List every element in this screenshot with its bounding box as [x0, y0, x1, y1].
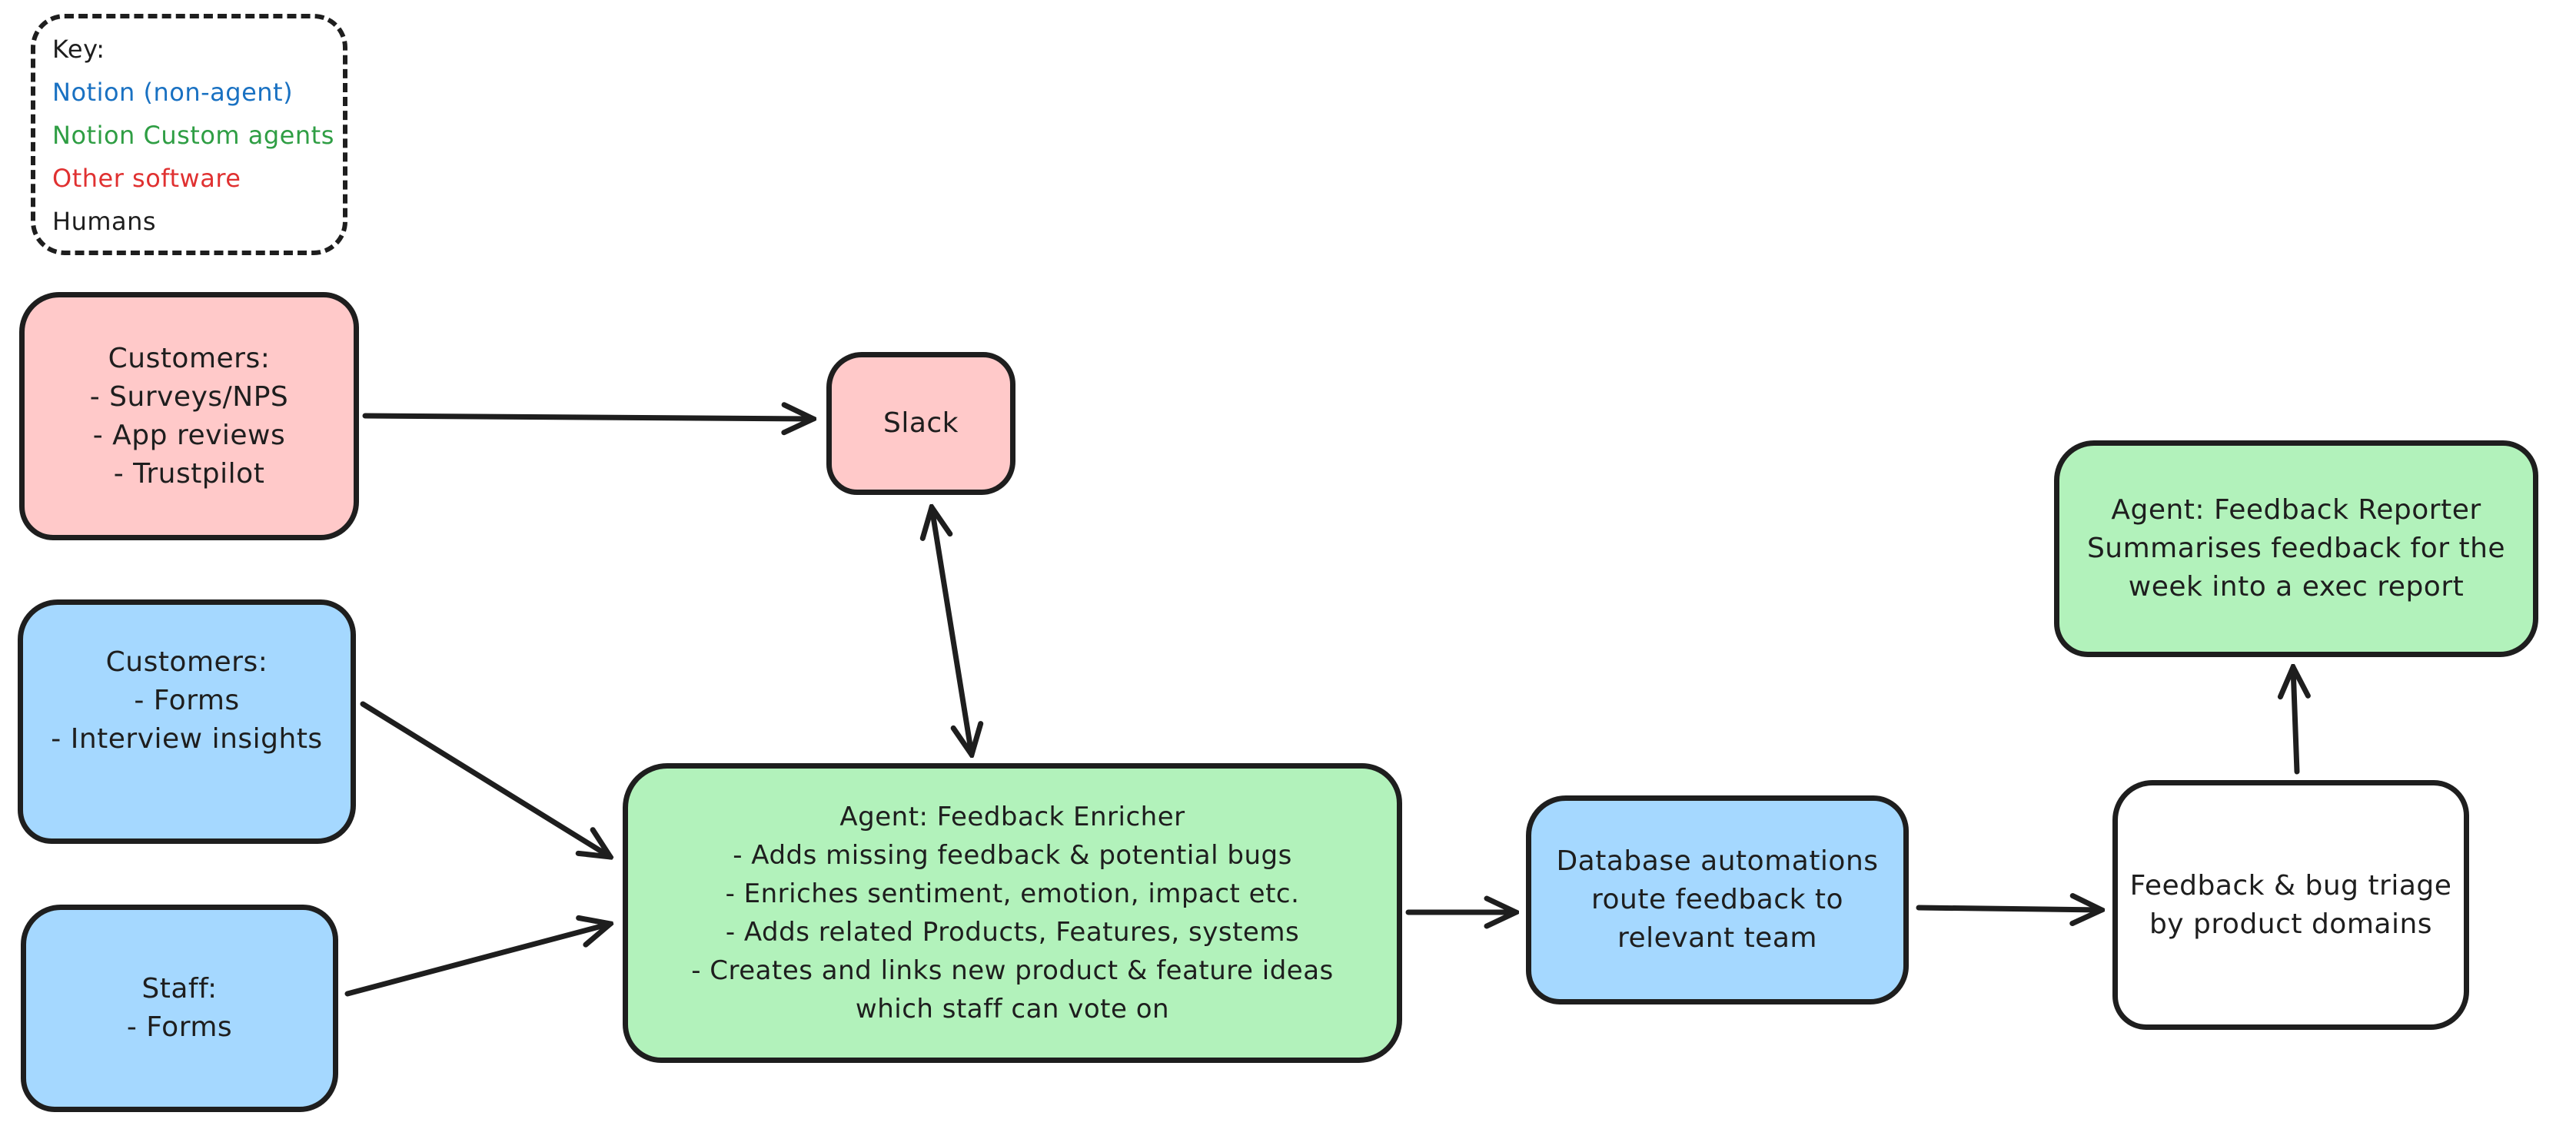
node-customers-notion[interactable]: Customers: - Forms - Interview insights [18, 599, 356, 844]
node-text-line: - Adds missing feedback & potential bugs [733, 840, 1292, 871]
node-text-line: Staff: [141, 973, 218, 1004]
node-text-line: - Trustpilot [113, 457, 265, 490]
node-text-line: - Forms [134, 684, 240, 716]
node-text-line: - Adds related Products, Features, syste… [725, 917, 1300, 948]
node-text-line: by product domains [2149, 908, 2433, 940]
legend-title: Key: [52, 35, 105, 64]
arrow-customers-notion-to-enricher[interactable] [360, 701, 610, 857]
legend-item-notion-non-agent: Notion (non-agent) [52, 78, 294, 107]
node-text-line: Customers: [105, 646, 268, 678]
node-text-line: which staff can vote on [855, 994, 1170, 1024]
legend-key[interactable]: Key: Notion (non-agent) Notion Custom ag… [31, 14, 347, 255]
node-text-line: - Forms [126, 1011, 233, 1043]
legend-item-humans: Humans [52, 207, 157, 236]
node-text-line: Feedback & bug triage [2129, 869, 2452, 902]
arrow-database-to-triage[interactable] [1916, 908, 2102, 910]
node-text-line: - App reviews [92, 419, 286, 451]
node-customers-other-software[interactable]: Customers: - Surveys/NPS - App reviews -… [19, 292, 359, 540]
node-text-line: relevant team [1617, 922, 1817, 954]
node-slack[interactable]: Slack [826, 352, 1015, 495]
node-text-line: - Creates and links new product & featur… [691, 955, 1334, 986]
node-agent-feedback-reporter[interactable]: Agent: Feedback Reporter Summarises feed… [2054, 440, 2538, 657]
legend-item-other-software: Other software [52, 164, 241, 193]
node-feedback-bug-triage[interactable]: Feedback & bug triage by product domains [2112, 780, 2469, 1030]
node-text-line: - Surveys/NPS [89, 380, 289, 413]
arrow-triage-to-reporter[interactable] [2293, 667, 2297, 775]
node-text-line: Slack [882, 407, 959, 439]
node-text-line: - Enriches sentiment, emotion, impact et… [725, 878, 1300, 909]
node-staff[interactable]: Staff: - Forms [21, 905, 338, 1112]
node-agent-feedback-enricher[interactable]: Agent: Feedback Enricher - Adds missing … [623, 763, 1402, 1063]
legend-item-notion-custom-agents: Notion Custom agents [52, 121, 334, 150]
node-database-automations[interactable]: Database automations route feedback to r… [1526, 795, 1909, 1004]
node-text-line: Customers: [108, 342, 271, 374]
node-text-line: - Interview insights [51, 722, 323, 755]
node-text-line: Database automations [1556, 845, 1879, 877]
node-text-line: Summarises feedback for the [2086, 533, 2506, 564]
arrow-slack-enricher-bidirectional[interactable] [932, 507, 972, 755]
node-text-line: week into a exec report [2128, 571, 2465, 603]
arrow-staff-to-enricher[interactable] [344, 924, 610, 997]
node-text-line: Agent: Feedback Enricher [839, 802, 1185, 832]
arrow-customers-to-slack[interactable] [362, 416, 813, 419]
node-text-line: route feedback to [1590, 884, 1844, 915]
node-text-line: Agent: Feedback Reporter [2111, 494, 2481, 526]
